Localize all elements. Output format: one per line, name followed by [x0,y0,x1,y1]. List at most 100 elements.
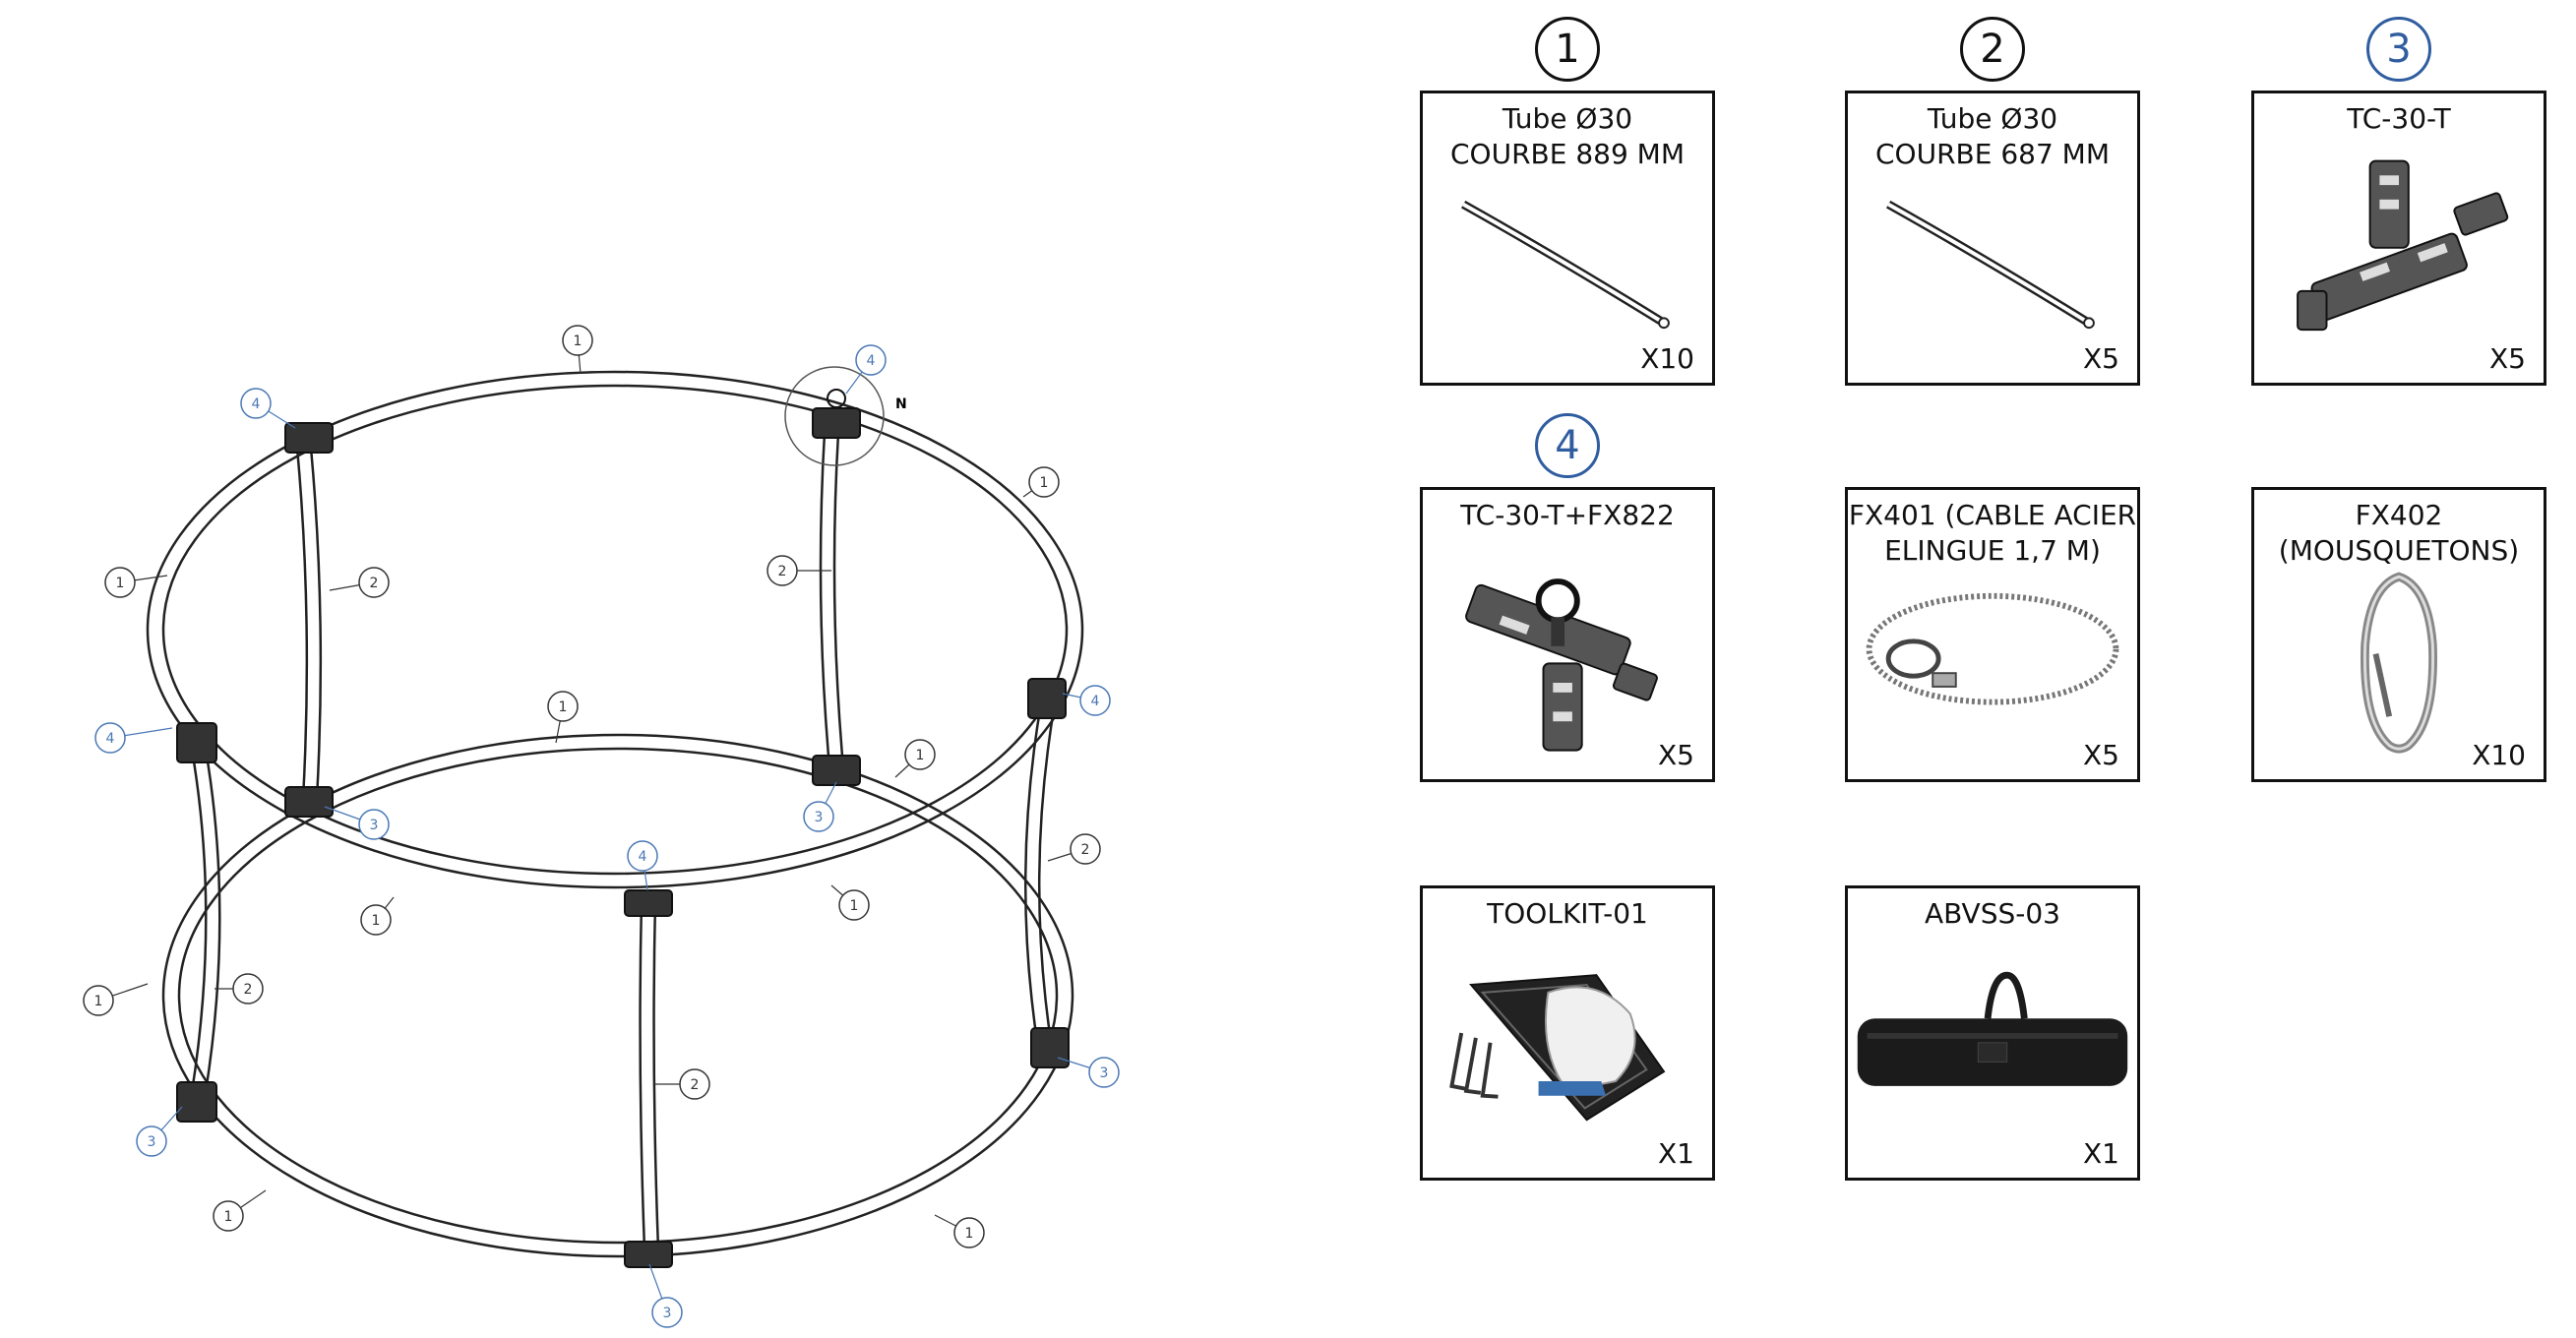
part-card: TC-30-T X5 [2251,91,2546,386]
t-connector-icon [2297,159,2509,332]
callout-4: 4 [845,344,887,395]
callout-number: 4 [252,396,261,412]
connector [624,889,673,917]
callout-2: 2 [329,567,390,598]
callout-number: 1 [372,913,381,929]
callout-number: 2 [1081,842,1090,858]
t-connector-eyebolt-icon [1465,578,1658,752]
part-quantity: X1 [1658,1137,1694,1170]
part-title: ABVSS-03 [1925,897,2060,930]
callout-2: 2 [654,1068,710,1100]
connector [176,722,217,763]
part-title: FX402 (MOUSQUETONS) [2278,499,2520,567]
callout-1: 1 [83,983,149,1016]
part-quantity: X5 [2083,342,2119,375]
vertical-tube [1023,702,1043,1049]
part-number-badge-2: 2 [1960,17,2025,82]
part-card: FX401 (CABLE ACIER ELINGUE 1,7 M)X5 [1845,487,2140,782]
connector [812,755,861,786]
callout-circle [838,889,870,921]
callout-circle [358,567,390,598]
callout-number: 4 [1091,694,1100,709]
top-ring [146,370,1084,889]
part-quantity: X5 [1658,739,1694,771]
callout-4: 4 [240,388,296,429]
toolkit-icon [1449,974,1666,1122]
callout-4: 4 [94,722,173,754]
callout-2: 2 [1047,833,1101,865]
callout-number: 4 [867,353,876,369]
callout-3: 3 [324,806,390,840]
callout-number: 4 [639,849,647,865]
callout-1: 1 [934,1214,985,1248]
carabiner-icon [2361,572,2437,754]
callout-circle [213,1200,244,1232]
vertical-tube [652,899,660,1250]
part-title: TC-30-T+FX822 [1460,499,1675,531]
vertical-tube [187,732,208,1093]
callout-number: 2 [370,576,379,591]
callout-4: 4 [627,840,658,891]
callout-1: 1 [894,739,936,778]
connector [284,422,334,454]
north-detail-circle [784,366,885,466]
callout-number: 2 [691,1077,700,1093]
callout-number: 4 [106,731,115,747]
callout-3: 3 [648,1263,683,1328]
curved-tube-icon [1886,200,2095,330]
callout-number: 3 [1100,1065,1109,1081]
callout-number: 1 [916,748,925,763]
callout-number: 1 [574,334,583,349]
callout-number: 2 [778,564,787,579]
callout-circle [547,691,579,722]
callout-circle [240,388,272,419]
callout-circle [651,1297,683,1328]
vertical-tube [1037,702,1057,1049]
connector [624,1241,673,1268]
part-title: TC-30-T [2347,102,2451,135]
connector [812,407,861,439]
callout-number: 3 [370,818,379,833]
connector [1027,678,1067,719]
callout-circle [360,904,392,936]
callout-1: 1 [547,691,579,744]
vertical-tube [309,447,323,800]
callout-circle [1079,685,1111,716]
callout-1: 1 [1022,466,1060,498]
callout-circle [627,840,658,872]
part-number-badge-4: 4 [1535,413,1600,478]
connectors [176,407,1070,1268]
curved-tube-icon [1461,200,1670,330]
part-card: FX402 (MOUSQUETONS) X10 [2251,487,2546,782]
vertical-tube [295,447,309,800]
part-quantity: X10 [1640,342,1694,375]
callout-number: 3 [815,810,824,825]
steel-cable-sling-icon [1866,592,2119,705]
callout-3: 3 [1057,1057,1120,1088]
callout-circle [904,739,936,770]
callout-number: 1 [224,1209,233,1225]
part-quantity: X10 [2472,739,2526,771]
callout-circle [358,809,390,840]
callout-1: 1 [104,567,168,598]
bottom-ring [161,733,1074,1258]
callout-circle [562,325,593,356]
carry-bag-icon [1857,971,2128,1086]
callout-circle [803,801,834,832]
part-quantity: X5 [2489,342,2526,375]
callout-number: 2 [244,982,253,998]
callout-circle [104,567,136,598]
part-title: TOOLKIT-01 [1487,897,1648,930]
callout-circle [767,555,798,586]
callout-4: 4 [1062,685,1111,716]
callout-number: 1 [965,1226,974,1242]
vertical-tubes [187,432,1057,1250]
callout-number: 1 [94,994,103,1009]
callout-1: 1 [562,325,593,375]
callout-1: 1 [360,896,395,936]
